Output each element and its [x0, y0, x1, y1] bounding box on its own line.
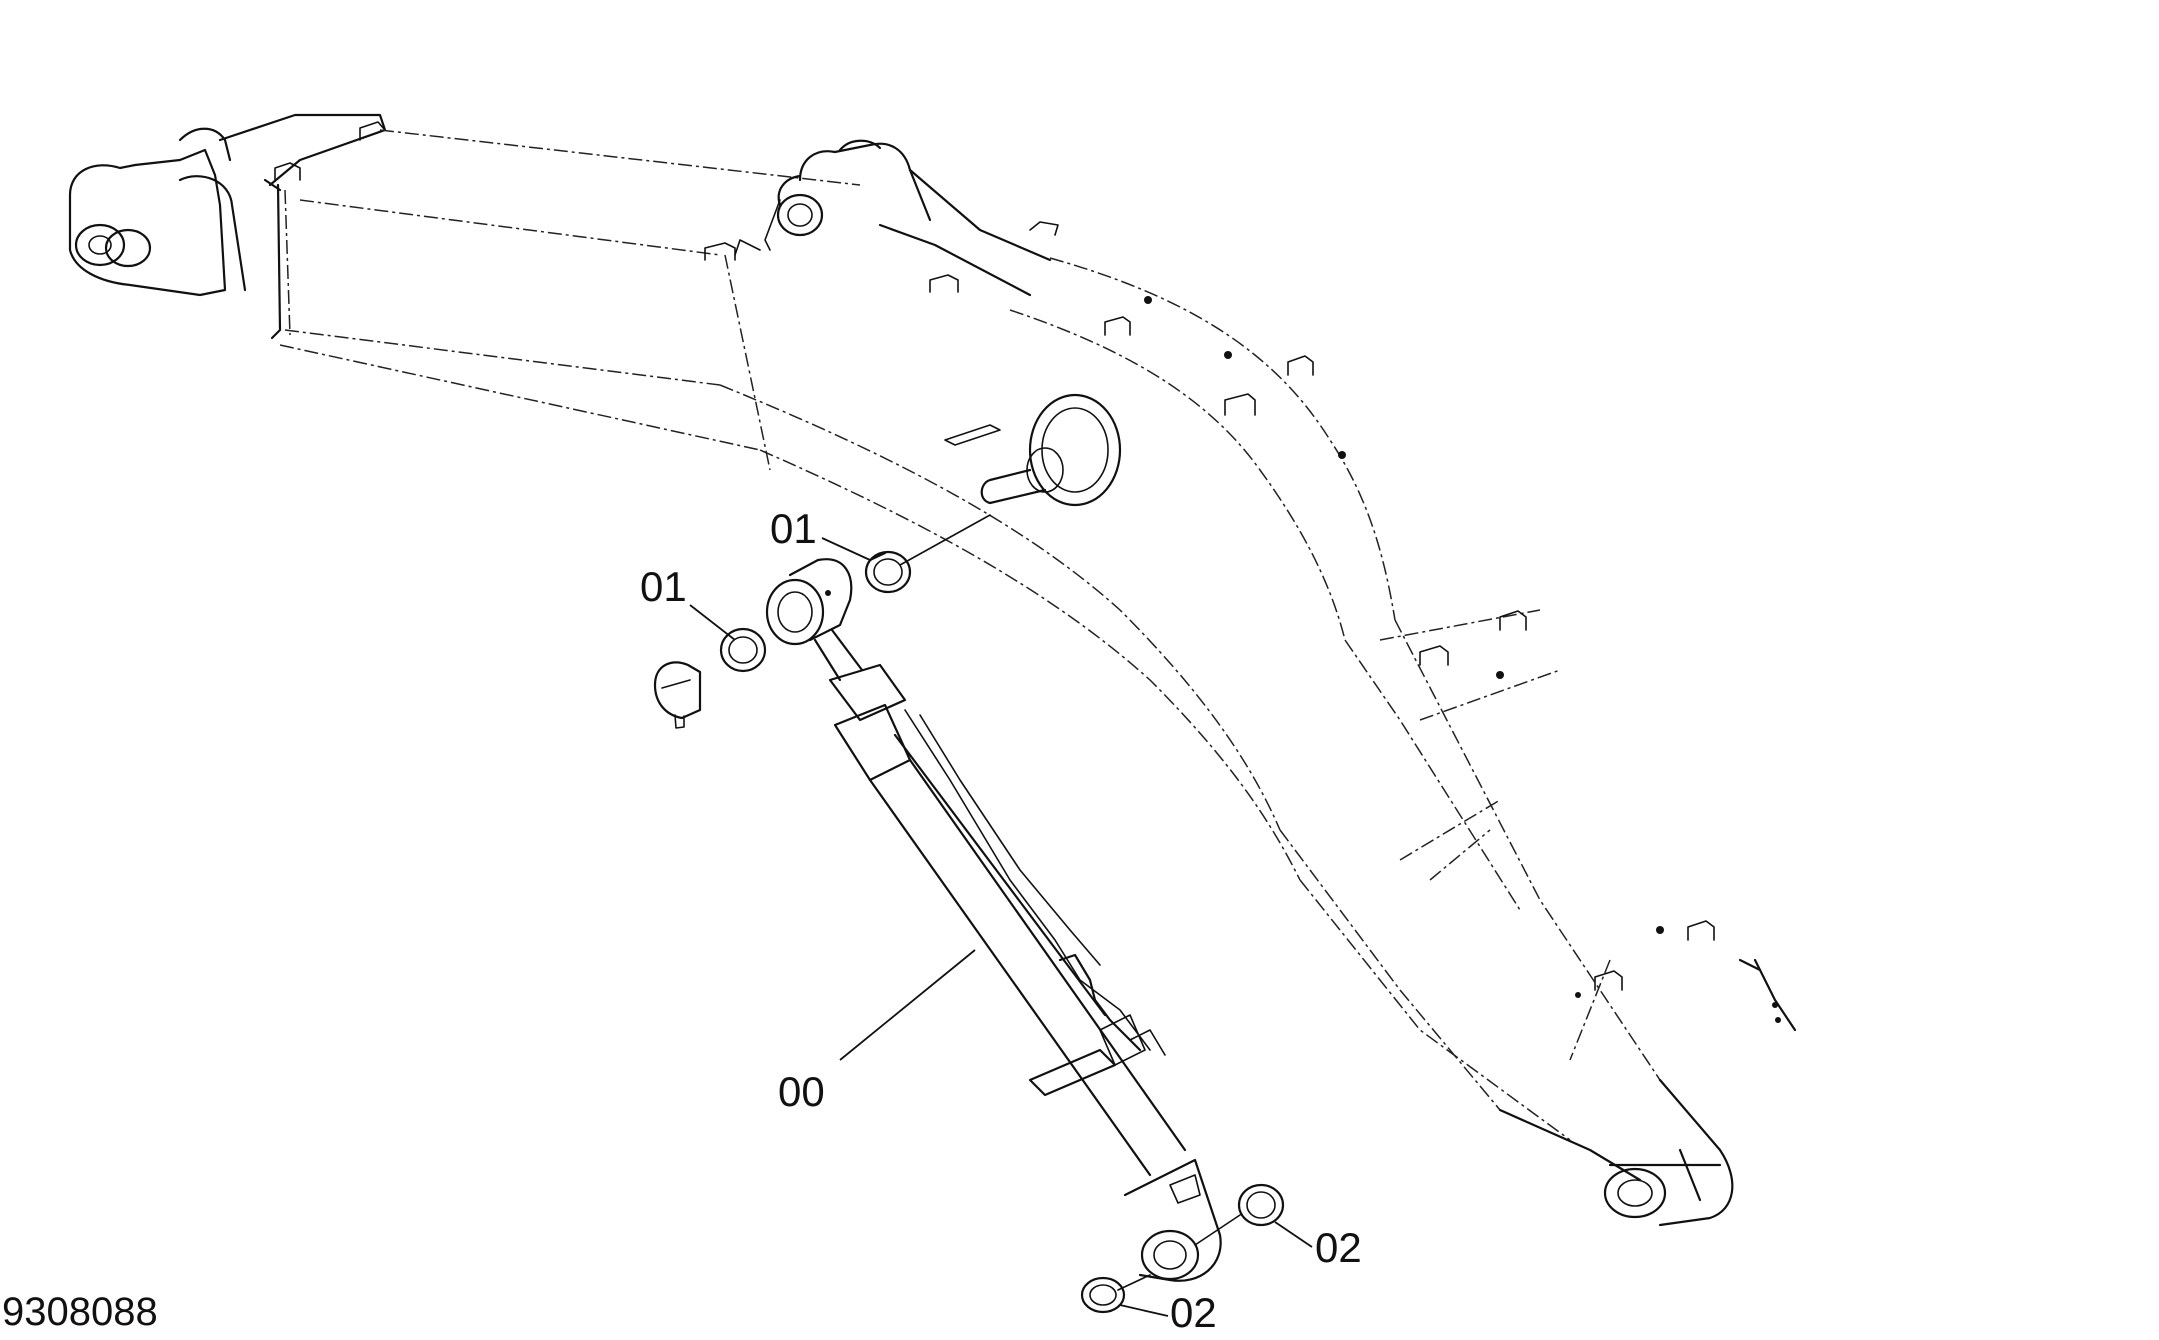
- callout-labels: 01 01 00 02 02: [640, 505, 1362, 1336]
- callout-00-cylinder: 00: [778, 1068, 825, 1115]
- bushing-01-upper: [864, 550, 912, 594]
- figure-number: 9308088: [2, 1290, 158, 1334]
- boom-bolt-dots: [1144, 296, 1781, 1023]
- callout-02-right: 02: [1315, 1224, 1362, 1271]
- pin-collar: [653, 661, 702, 729]
- callout-01-lower: 01: [640, 563, 687, 610]
- bushing-02-bottom: [1080, 1276, 1126, 1314]
- leader-lines: [689, 514, 1313, 1317]
- boom-cylinder: [765, 558, 1222, 1282]
- callout-02-bottom: 02: [1170, 1289, 1217, 1336]
- callout-01-upper: 01: [770, 505, 817, 552]
- bushing-01-lower: [719, 627, 767, 673]
- boom-clips: [1104, 316, 1715, 991]
- boom-assembly: [68, 113, 1797, 1227]
- bushing-02-right: [1237, 1183, 1285, 1227]
